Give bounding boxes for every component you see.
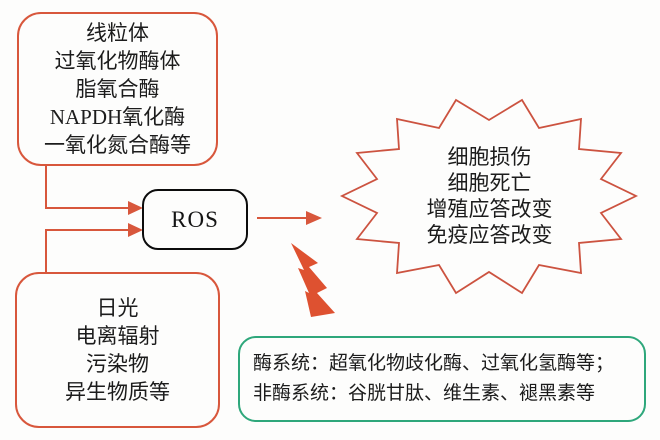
effect-line: 细胞死亡	[447, 171, 532, 195]
exogenous-sources-box: 日光 电离辐射 污染物 异生物质等	[15, 272, 220, 428]
arrowhead-endogenous-icon	[128, 201, 143, 215]
connector-endogenous-to-ros	[45, 165, 129, 209]
effects-burst-outline	[339, 98, 639, 295]
source-line: 脂氧合酶	[75, 77, 160, 101]
source-line: 一氧化氮合酶等	[44, 133, 191, 157]
source-line: 污染物	[86, 352, 149, 376]
source-line: 异生物质等	[65, 380, 170, 404]
arrowhead-exogenous-icon	[128, 223, 143, 237]
endogenous-sources-box: 线粒体 过氧化物酶体 脂氧合酶 NAPDH氧化酶 一氧化氮合酶等	[17, 12, 218, 166]
antioxidant-line: 非酶系统：谷胱甘肽、维生素、褪黑素等	[253, 383, 596, 404]
source-line: 线粒体	[86, 21, 149, 45]
arrowhead-effects-icon	[306, 211, 322, 225]
effect-line: 细胞损伤	[447, 145, 532, 169]
antioxidant-line: 酶系统：超氧化物歧化酶、过氧化氢酶等；	[253, 353, 615, 374]
source-line: 过氧化物酶体	[54, 49, 181, 73]
antioxidant-systems-box: 酶系统：超氧化物歧化酶、过氧化氢酶等； 非酶系统：谷胱甘肽、维生素、褪黑素等	[238, 336, 646, 422]
source-line: 日光	[96, 296, 139, 320]
connector-exogenous-to-ros	[45, 229, 129, 273]
source-line: 电离辐射	[75, 324, 160, 348]
effects-burst-text: 细胞损伤 细胞死亡 增殖应答改变 免疫应答改变	[362, 143, 617, 249]
source-line: NAPDH氧化酶	[49, 105, 186, 129]
lightning-bolt-icon	[291, 243, 335, 317]
effect-line: 增殖应答改变	[426, 197, 553, 221]
effect-line: 免疫应答改变	[426, 223, 553, 247]
ros-node: ROS	[142, 189, 248, 250]
ros-label: ROS	[171, 206, 219, 232]
